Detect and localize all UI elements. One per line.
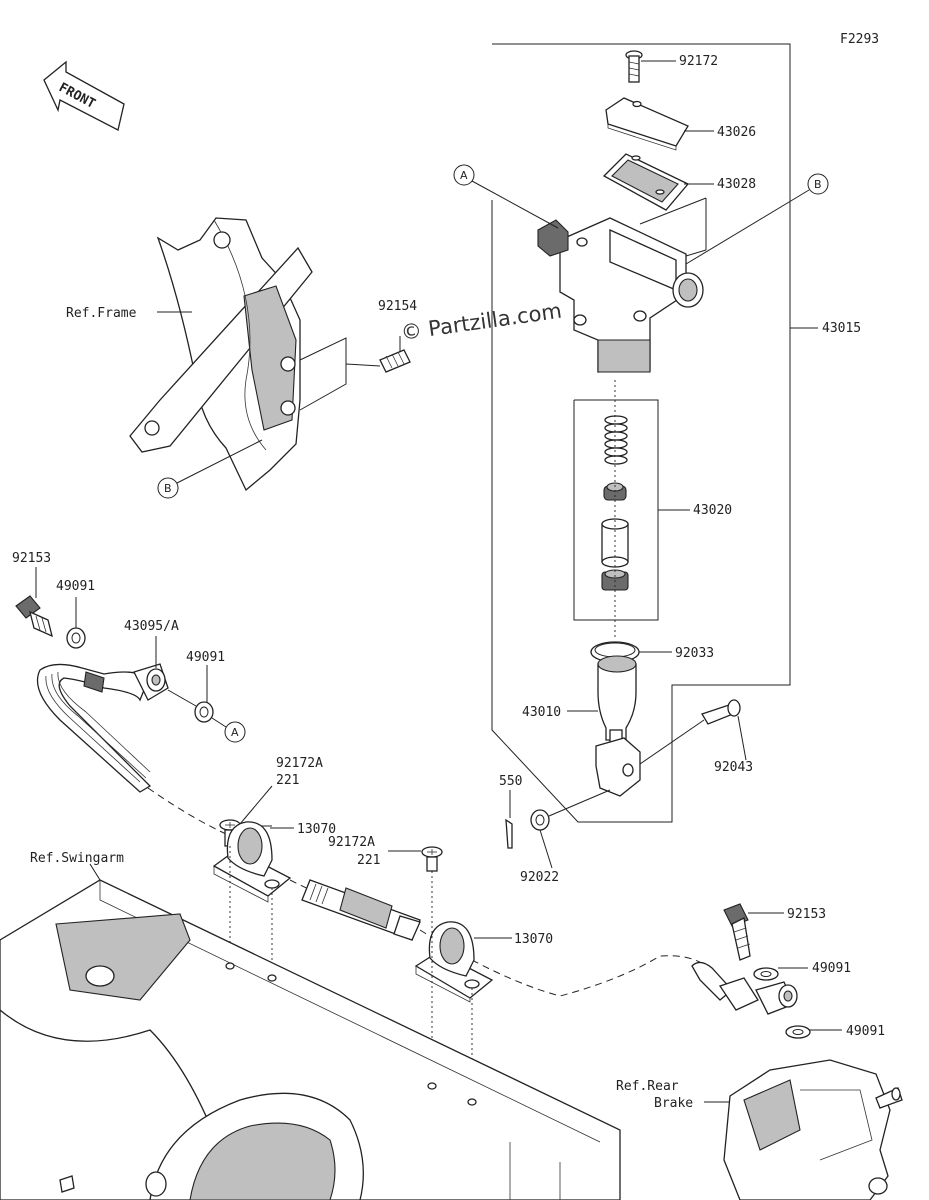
diaphragm-43028 <box>602 153 690 211</box>
part-label-221-1[interactable]: 221 <box>276 773 299 788</box>
bolt-92172 <box>625 50 643 83</box>
washer-49091-c <box>753 967 779 981</box>
hose-clamp-13070-2 <box>414 921 494 1003</box>
part-label-13070-1[interactable]: 13070 <box>297 822 336 837</box>
frame-bracket <box>129 217 313 492</box>
assembly-bracket-43015 <box>491 43 818 823</box>
brake-hose-43095a <box>36 663 169 793</box>
callout-a-top <box>453 164 475 186</box>
part-label-92153-bottom[interactable]: 92153 <box>787 907 826 922</box>
part-label-92172[interactable]: 92172 <box>679 54 718 69</box>
swingarm <box>0 879 621 1200</box>
part-label-49091-b[interactable]: 49091 <box>186 650 225 665</box>
part-label-43026[interactable]: 43026 <box>717 125 756 140</box>
rear-brake-caliper <box>723 1059 903 1200</box>
part-label-92154[interactable]: 92154 <box>378 299 417 314</box>
part-label-550[interactable]: 550 <box>499 774 522 789</box>
kit-bracket-43020 <box>573 399 659 621</box>
callout-a-hose <box>224 721 246 743</box>
bolt-92154 <box>379 349 411 373</box>
banjo-bolt-92153-top <box>15 595 53 638</box>
push-rod-43010 <box>595 655 641 797</box>
washer-49091-b <box>194 701 214 723</box>
callout-b-frame <box>157 477 179 499</box>
figure-id: F2293 <box>840 32 879 47</box>
callout-b-top-label: B <box>814 178 822 191</box>
ref-label-rear-brake-2: Brake <box>654 1096 693 1111</box>
part-label-92043[interactable]: 92043 <box>714 760 753 775</box>
watermark: © Partzilla.com <box>399 299 563 345</box>
screw-92172a-2 <box>421 846 443 872</box>
cotter-pin-550 <box>505 818 513 849</box>
part-label-221-2[interactable]: 221 <box>357 853 380 868</box>
part-label-13070-2[interactable]: 13070 <box>514 932 553 947</box>
pin-92043 <box>701 699 741 725</box>
washer-49091-d <box>785 1025 811 1039</box>
part-label-92033[interactable]: 92033 <box>675 646 714 661</box>
part-label-43028[interactable]: 43028 <box>717 177 756 192</box>
washer-92022 <box>530 809 550 831</box>
brake-pipe-segment <box>301 879 421 941</box>
part-label-43010[interactable]: 43010 <box>522 705 561 720</box>
front-arrow-icon: FRONT <box>43 60 125 131</box>
callout-b-top <box>807 173 829 195</box>
part-label-92153-top[interactable]: 92153 <box>12 551 51 566</box>
rear-hose-fitting <box>691 961 798 1015</box>
primary-cup-icon <box>603 482 627 501</box>
part-label-43020[interactable]: 43020 <box>693 503 732 518</box>
part-label-49091-a[interactable]: 49091 <box>56 579 95 594</box>
part-label-92172a-1[interactable]: 92172A <box>276 756 323 771</box>
reservoir-cap-43026 <box>605 97 689 151</box>
part-label-49091-d[interactable]: 49091 <box>846 1024 885 1039</box>
master-cylinder-body <box>537 217 704 373</box>
spring-icon <box>604 415 628 465</box>
callout-a-top-label: A <box>460 169 468 182</box>
banjo-bolt-92153-bottom <box>723 903 751 961</box>
ref-label-swingarm: Ref.Swingarm <box>30 851 124 866</box>
washer-49091-a <box>66 627 86 649</box>
hose-clamp-13070-1 <box>212 821 292 903</box>
part-label-43095a[interactable]: 43095/A <box>124 619 179 634</box>
part-label-92172a-2[interactable]: 92172A <box>328 835 375 850</box>
ref-label-rear-brake-1: Ref.Rear <box>616 1079 679 1094</box>
callout-a-hose-label: A <box>231 726 239 739</box>
callout-b-frame-label: B <box>164 482 172 495</box>
ref-label-frame: Ref.Frame <box>66 306 137 321</box>
part-label-92022[interactable]: 92022 <box>520 870 559 885</box>
part-label-43015[interactable]: 43015 <box>822 321 861 336</box>
part-label-49091-c[interactable]: 49091 <box>812 961 851 976</box>
